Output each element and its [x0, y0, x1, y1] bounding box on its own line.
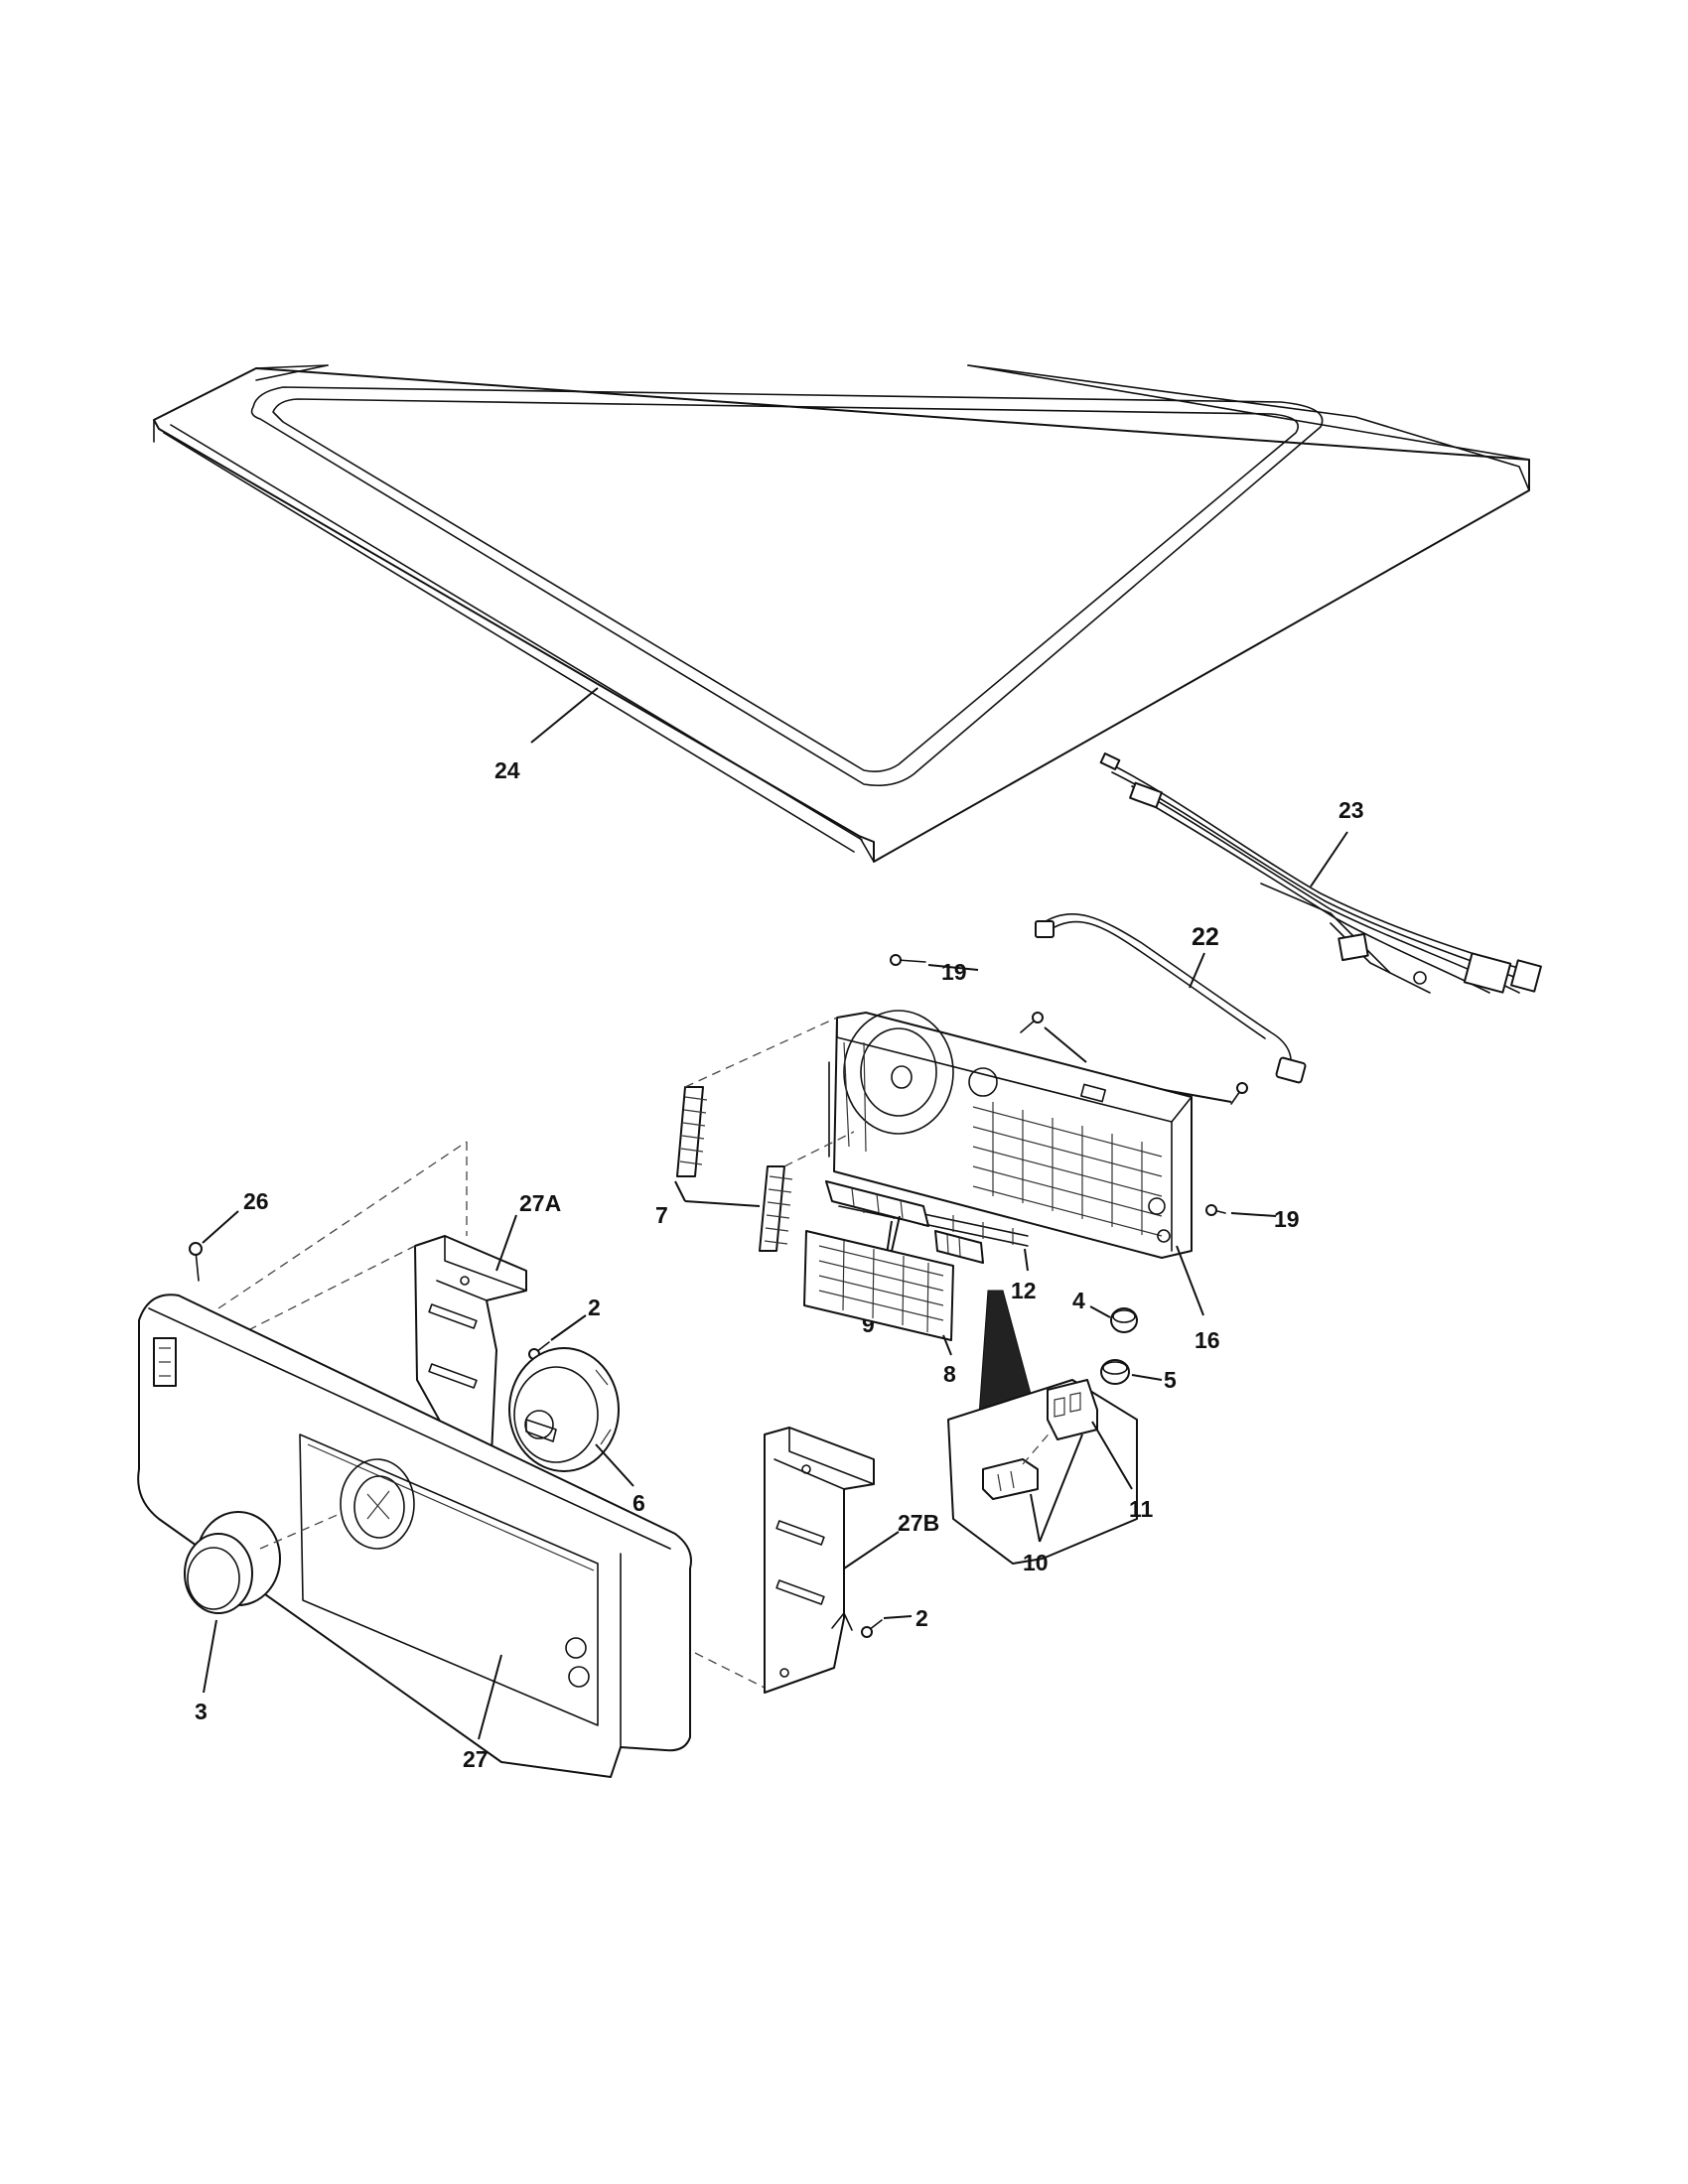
screw-19-d: 19 — [1205, 1204, 1300, 1232]
button-cap-4: 4 — [1072, 1288, 1138, 1333]
callout-label-24: 24 — [494, 757, 520, 783]
display-detail-inset — [947, 1290, 1138, 1565]
callout-27b: 27B — [843, 1510, 939, 1570]
callout-3: 3 — [195, 1619, 217, 1724]
callout-label-26: 26 — [243, 1188, 269, 1214]
callout-label-2a: 2 — [588, 1295, 601, 1320]
sensor-wire — [1035, 913, 1307, 1084]
rotary-selector — [508, 1347, 620, 1472]
callout-label-6: 6 — [633, 1490, 645, 1516]
callout-8: 8 — [942, 1334, 956, 1387]
screw-2-b: 2 — [861, 1605, 928, 1638]
callout-label-27: 27 — [463, 1746, 489, 1772]
callout-label-22: 22 — [1192, 923, 1219, 951]
button-array — [825, 1180, 984, 1264]
callout-16: 16 — [1176, 1245, 1220, 1353]
callout-27: 27 — [463, 1654, 502, 1772]
callout-6: 6 — [595, 1443, 645, 1516]
callout-7: 7 — [655, 1180, 761, 1228]
control-knob — [184, 1511, 341, 1614]
callout-label-19c: 19 — [1274, 1206, 1300, 1232]
callout-label-27a: 27A — [519, 1190, 561, 1216]
callout-label-16: 16 — [1195, 1327, 1220, 1353]
callout-10: 10 — [1023, 1433, 1083, 1575]
callout-label-12: 12 — [1011, 1278, 1037, 1303]
callout-label-23: 23 — [1338, 797, 1364, 823]
callout-label-19a: 19 — [941, 959, 967, 985]
callout-label-10: 10 — [1023, 1550, 1049, 1575]
screw-2-a: 2 — [528, 1295, 601, 1360]
callout-22: 22 — [1189, 923, 1219, 989]
top-panel — [153, 364, 1530, 863]
wire-harness — [1099, 752, 1542, 994]
contact-strips — [676, 1017, 855, 1252]
callout-label-2b: 2 — [915, 1605, 928, 1631]
control-board — [828, 1010, 1193, 1259]
screw-26: 26 — [189, 1188, 269, 1282]
callout-27a: 27A — [495, 1190, 561, 1272]
callout-label-4: 4 — [1072, 1288, 1085, 1313]
screw-19-a: 19 — [890, 954, 979, 985]
keypad — [803, 1230, 954, 1341]
callout-label-27b: 27B — [898, 1510, 939, 1536]
callout-label-3: 3 — [195, 1699, 208, 1724]
callout-label-8: 8 — [943, 1361, 956, 1387]
callout-label-11: 11 — [1129, 1496, 1154, 1522]
bracket-27b — [764, 1427, 875, 1694]
callout-label-5: 5 — [1164, 1367, 1177, 1393]
button-cap-5: 5 — [1100, 1359, 1177, 1393]
callout-23: 23 — [1310, 797, 1364, 887]
callout-label-7: 7 — [655, 1202, 668, 1228]
callout-24: 24 — [494, 687, 599, 783]
console-panel — [137, 1294, 766, 1778]
callout-11: 11 — [1091, 1421, 1154, 1522]
callout-12: 12 — [1011, 1278, 1037, 1303]
